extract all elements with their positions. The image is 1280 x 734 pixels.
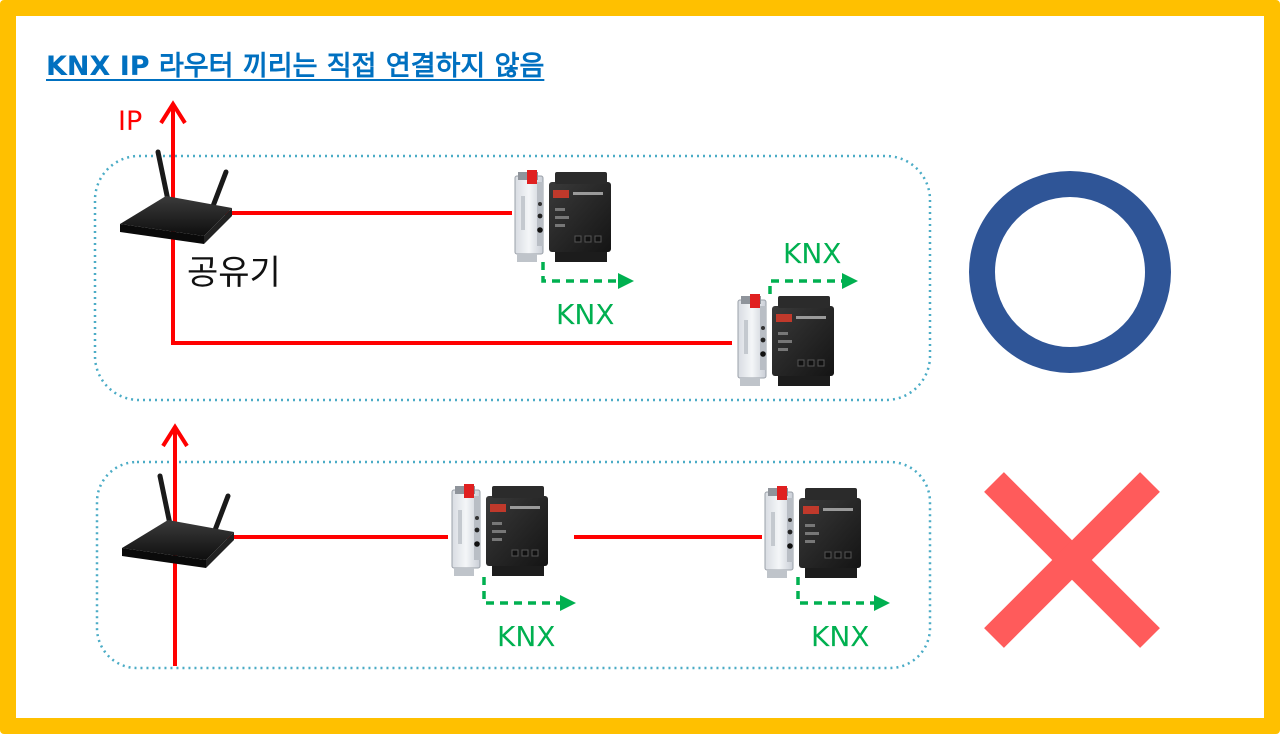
- correct-group-box: [93, 154, 932, 402]
- ip-arrowhead: [159, 100, 187, 125]
- router-label: 공유기: [187, 253, 281, 293]
- router-icon: [120, 152, 232, 244]
- knx-arrowhead: [618, 273, 634, 289]
- incorrect-group-box: [95, 460, 932, 670]
- knx-label: KNX: [811, 620, 870, 653]
- knx-label: KNX: [783, 237, 842, 270]
- knx-ip-router-device: [451, 483, 549, 577]
- x-mark: [984, 472, 1160, 648]
- knx-ip-router-device: [514, 169, 612, 263]
- knx-line-arrow: [768, 279, 842, 294]
- page-title: KNX IP 라우터 끼리는 직접 연결하지 않음: [46, 51, 545, 82]
- knx-ip-router-device: [737, 293, 835, 387]
- knx-ip-router-device: [764, 485, 862, 579]
- knx-arrowhead: [842, 273, 858, 289]
- ip-arrowhead: [161, 423, 189, 448]
- correct-topology: IP 공유기 KNX KNX: [118, 100, 858, 387]
- knx-arrowhead: [560, 595, 576, 611]
- circle-mark: [969, 171, 1171, 373]
- knx-line-arrow: [541, 262, 618, 283]
- ip-label: IP: [118, 106, 142, 137]
- knx-label: KNX: [497, 620, 556, 653]
- knx-label: KNX: [556, 298, 615, 331]
- incorrect-topology: KNX KNX: [122, 423, 890, 666]
- knx-line-arrow: [482, 577, 560, 605]
- router-icon: [122, 476, 234, 568]
- knx-line-arrow: [796, 577, 874, 605]
- knx-arrowhead: [874, 595, 890, 611]
